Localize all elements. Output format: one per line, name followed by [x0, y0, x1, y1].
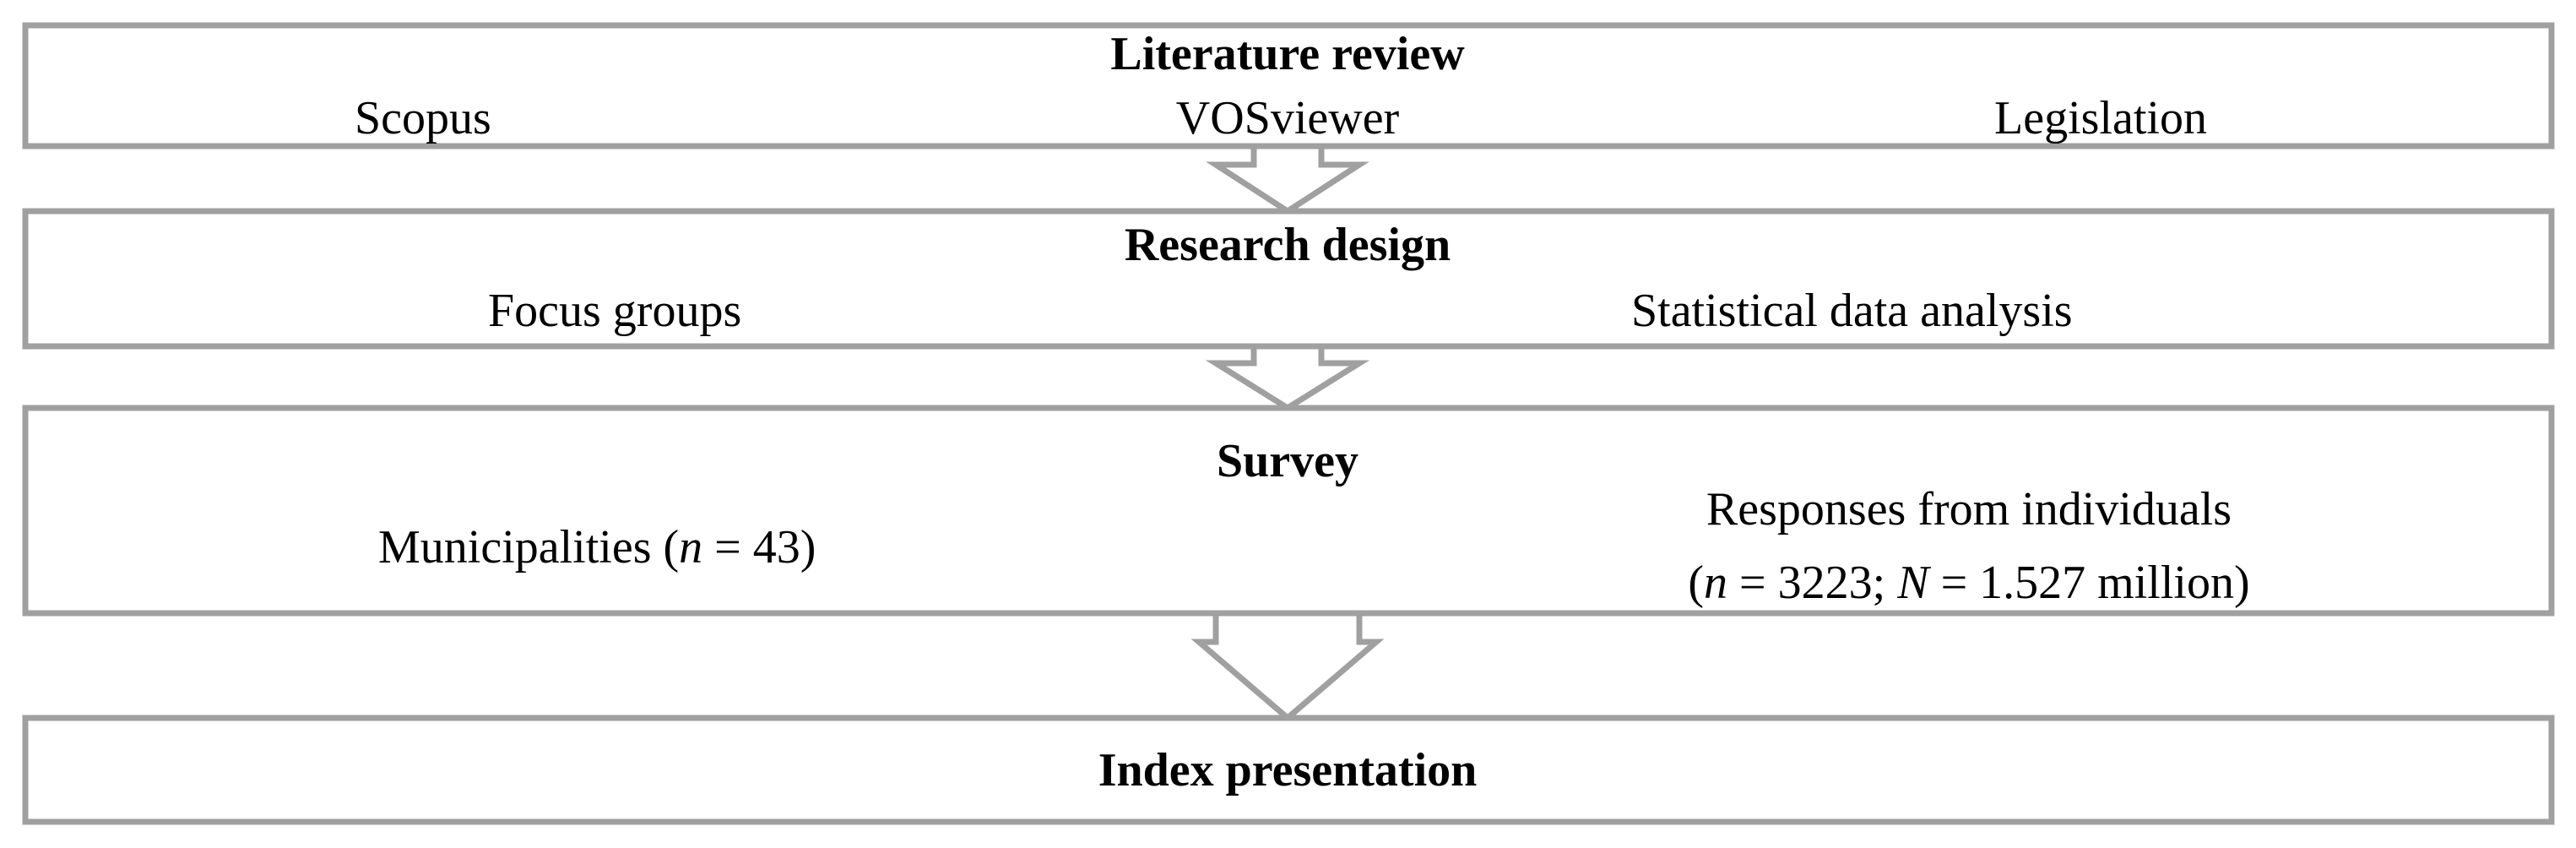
- arrow-2: [1205, 343, 1370, 412]
- item-scopus: Scopus: [355, 92, 491, 144]
- item-municipalities: Municipalities (n = 43): [378, 521, 816, 573]
- stage-index-presentation-title: Index presentation: [1098, 744, 1478, 796]
- arrow-3: [1190, 610, 1385, 722]
- item-responses-from-individuals: Responses from individuals(n = 3223; N =…: [1688, 483, 2250, 609]
- stage-survey-title: Survey: [1217, 435, 1359, 487]
- stage-literature-review-title: Literature review: [1110, 28, 1465, 80]
- arrow-1: [1206, 143, 1369, 215]
- item-statistical-data-analysis: Statistical data analysis: [1631, 285, 2073, 337]
- stage-research-design-title: Research design: [1124, 219, 1451, 271]
- box-index-presentation: [22, 715, 2555, 825]
- item-vosviewer: VOSviewer: [1175, 92, 1400, 144]
- item-legislation: Legislation: [1994, 92, 2207, 144]
- item-focus-groups: Focus groups: [488, 285, 742, 337]
- box-research-design: [22, 208, 2555, 350]
- box-survey: [22, 405, 2555, 617]
- box-literature-review: [22, 22, 2555, 149]
